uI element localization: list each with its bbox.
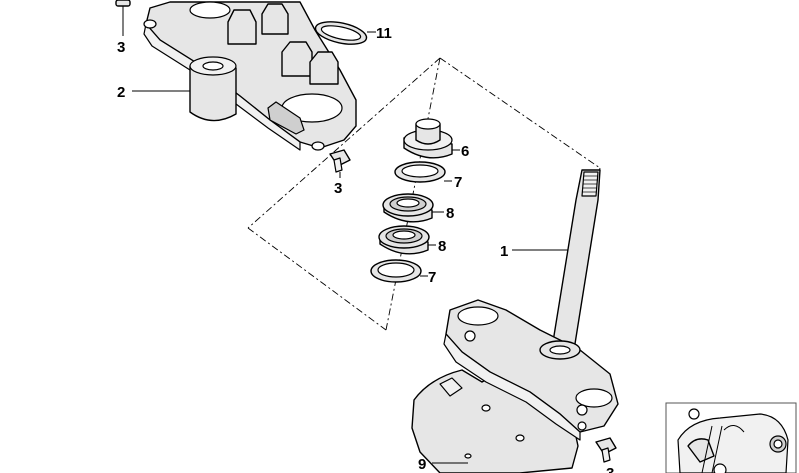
callout-3-bottom-right: 3 xyxy=(606,465,614,473)
stem-thread-lines xyxy=(582,175,598,193)
callout-7-lower: 7 xyxy=(428,269,436,286)
part-8-lower-bearing[interactable] xyxy=(378,225,430,255)
callout-9: 9 xyxy=(418,456,426,473)
callout-11: 11 xyxy=(376,25,392,42)
callout-3-top-left: 3 xyxy=(117,39,125,56)
screw-3-middle[interactable] xyxy=(329,149,351,173)
part-7-lower-seal-ring[interactable] xyxy=(370,259,422,283)
callout-labels: 3 2 11 3 6 7 8 8 7 1 9 3 xyxy=(117,25,614,473)
screw-3-bottom-right[interactable] xyxy=(595,437,617,463)
screw-3-top-left[interactable] xyxy=(115,0,131,36)
leader-lines xyxy=(132,31,568,464)
callout-2: 2 xyxy=(117,84,125,101)
part-11-rubber-ring[interactable] xyxy=(313,18,368,48)
part-1-lower-bridge-with-stem[interactable] xyxy=(443,169,619,441)
part-2-rubber-bushing[interactable] xyxy=(189,56,237,122)
callout-6: 6 xyxy=(461,143,469,160)
callout-7-upper: 7 xyxy=(454,174,462,191)
callout-3-middle: 3 xyxy=(334,180,342,197)
part-7-upper-seal-ring[interactable] xyxy=(394,161,446,183)
callout-8-upper: 8 xyxy=(446,205,454,222)
callout-8-lower: 8 xyxy=(438,238,446,255)
callout-1: 1 xyxy=(500,243,508,260)
part-8-upper-bearing[interactable] xyxy=(382,193,434,223)
part-6-bearing-cap[interactable] xyxy=(403,118,453,159)
motorcycle-location-thumbnail[interactable] xyxy=(665,402,797,473)
